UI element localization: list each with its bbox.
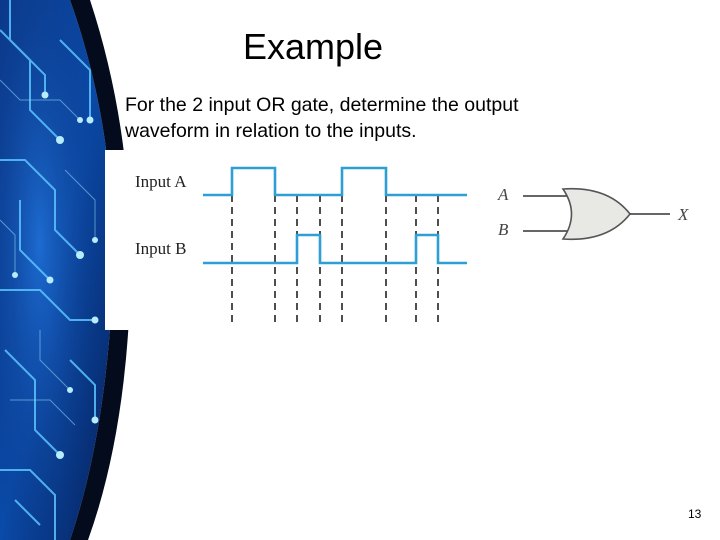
input-a-label: Input A bbox=[135, 172, 187, 191]
input-b-label: Input B bbox=[135, 239, 186, 258]
problem-statement-line-1: For the 2 input OR gate, determine the o… bbox=[125, 94, 519, 116]
problem-statement: For the 2 input OR gate, determine the o… bbox=[125, 92, 645, 144]
page-number: 13 bbox=[688, 507, 702, 521]
problem-statement-line-2: waveform in relation to the inputs. bbox=[125, 120, 417, 142]
input-a-waveform bbox=[203, 166, 467, 197]
or-gate: A B X bbox=[497, 185, 689, 241]
input-b-waveform bbox=[203, 233, 467, 265]
gate-output-label: X bbox=[677, 205, 689, 224]
gate-input-a-label: A bbox=[497, 185, 509, 204]
slide-title: Example bbox=[243, 26, 384, 67]
gate-input-b-label: B bbox=[498, 220, 509, 239]
diagram-panel bbox=[105, 150, 705, 330]
or-gate-symbol bbox=[561, 187, 632, 241]
or-gate-timing-diagram: Input A Input B A B X bbox=[105, 150, 705, 330]
